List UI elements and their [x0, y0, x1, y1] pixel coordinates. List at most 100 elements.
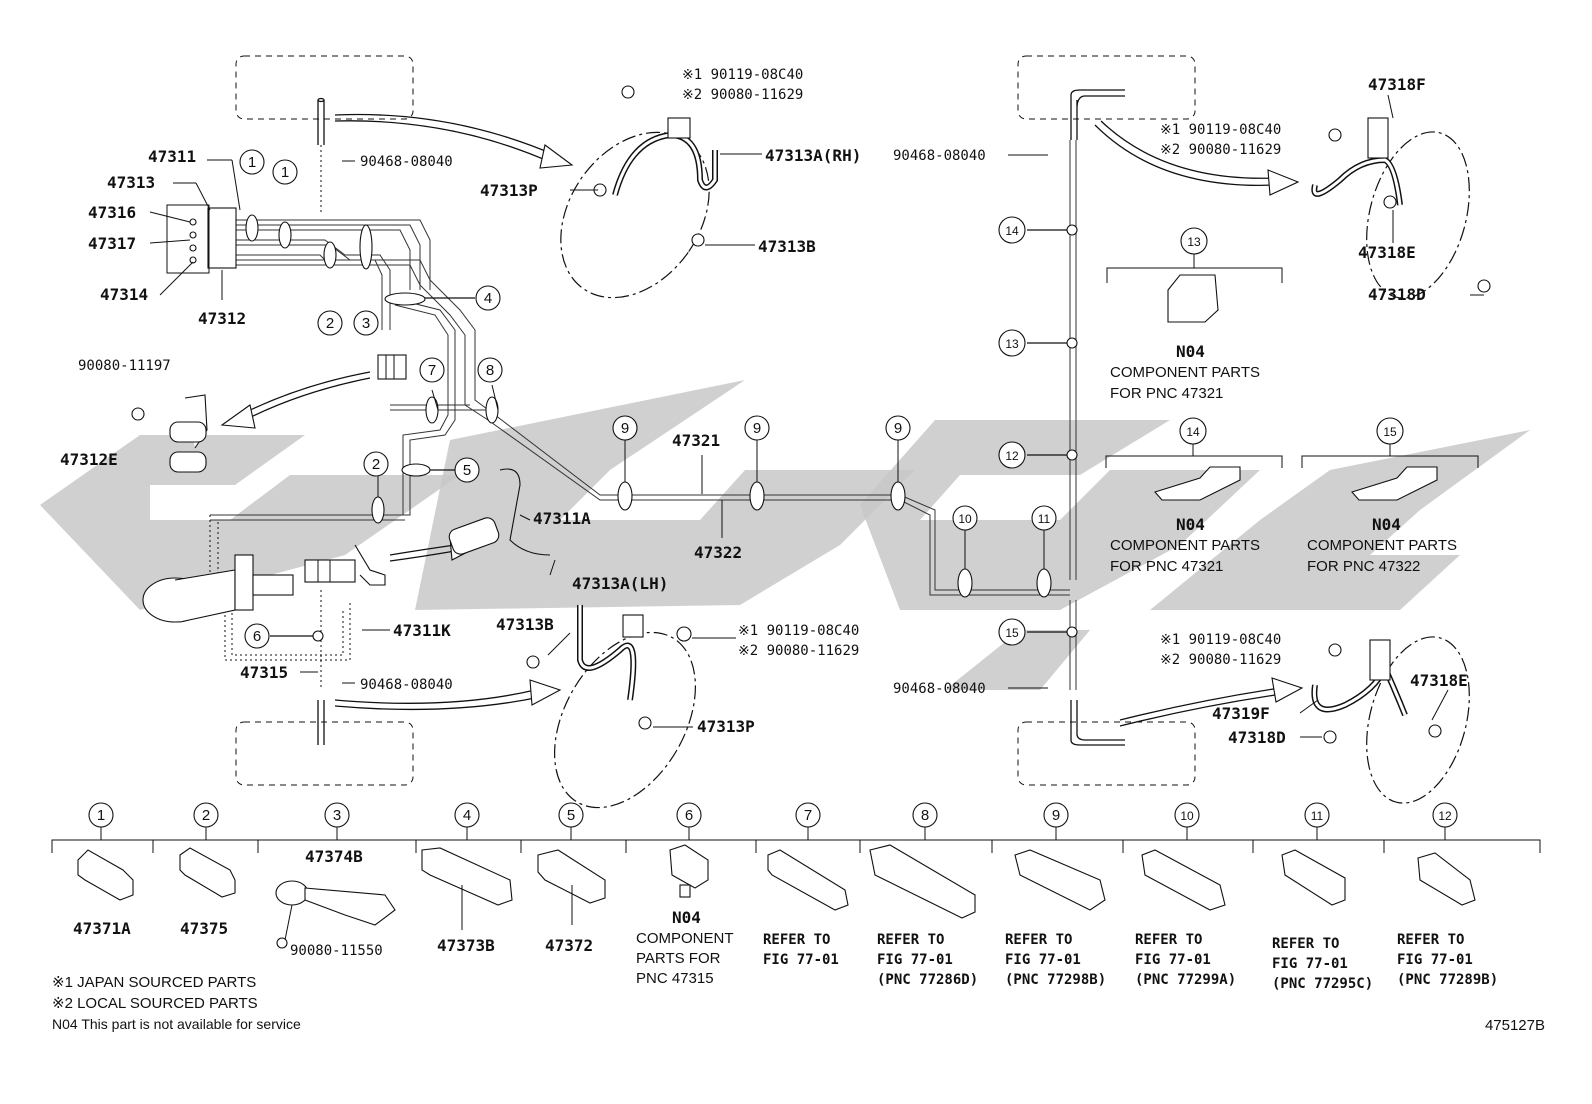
- callout-47311K: 47311K: [393, 621, 451, 640]
- label-legend_row-6-l2: FIG 77-01: [763, 952, 839, 968]
- label-legend_row-10-num: 11: [1311, 809, 1324, 823]
- label-legend_row-11-l2: FIG 77-01: [1397, 952, 1473, 968]
- callout-local-bolt-tr: ※2 90080-11629: [1160, 142, 1281, 158]
- label-legend_row-1-num: 2: [202, 807, 210, 824]
- callout-47313A-RH: 47313A(RH): [765, 146, 861, 165]
- hoses: [131, 85, 1491, 744]
- label-detail_boxes-b15-l2: FOR PNC 47322: [1307, 558, 1420, 575]
- callout-47313P-top: 47313P: [480, 181, 538, 200]
- label-legend_row-5-l1: N04: [672, 908, 701, 927]
- callout-47317: 47317: [88, 234, 136, 253]
- label-legend_row-4-num: 5: [567, 807, 575, 824]
- callout-47313P-bot: 47313P: [697, 717, 755, 736]
- callout-47311A: 47311A: [533, 509, 591, 528]
- callout-jp-bolt-tr: ※1 90119-08C40: [1160, 122, 1281, 138]
- legend-item-10: 10 REFER TO FIG 77-01 (PNC 77299A): [1135, 802, 1236, 988]
- label-legend_row-5-l4: PNC 47315: [636, 970, 714, 987]
- clamp-marker-2b: 2: [363, 451, 389, 477]
- clamp-marker-10: 10: [952, 505, 978, 531]
- label-clamp_numbers-n9c: 9: [894, 420, 902, 437]
- part-callouts: 47311 47313 47316 47317 47314 47312 9008…: [60, 67, 1468, 747]
- label-legend_row-7-l2: FIG 77-01: [877, 952, 953, 968]
- label-detail_boxes-b13-l2: FOR PNC 47321: [1110, 385, 1223, 402]
- label-legend_row-9-l2: FIG 77-01: [1135, 952, 1211, 968]
- label-legend_row-7-num: 8: [921, 807, 929, 824]
- label-detail_boxes-b14-l1: COMPONENT PARTS: [1110, 537, 1260, 554]
- callout-47311: 47311: [148, 147, 196, 166]
- detail-box-13: 13 N04 COMPONENT PARTS FOR PNC 47321: [1106, 227, 1283, 402]
- callout-90080-11197: 90080-11197: [78, 358, 171, 374]
- label-legend_row-10-l3: (PNC 77295C): [1272, 976, 1373, 992]
- clamp-marker-9a: 9: [612, 415, 638, 441]
- clamp-marker-2a: 2: [317, 310, 343, 336]
- clamp-marker-8: 8: [477, 357, 503, 383]
- label-detail_boxes-b13-num: 13: [1187, 235, 1201, 249]
- wheel-areas: [553, 131, 1470, 809]
- label-detail_boxes-b13-code: N04: [1176, 342, 1205, 361]
- figure-id: 475127B: [1485, 1017, 1545, 1034]
- note-japan-sourced: ※1 JAPAN SOURCED PARTS: [52, 974, 256, 991]
- callout-jp-bolt-top: ※1 90119-08C40: [682, 67, 803, 83]
- legend-item-3: 3 47374B 90080-11550: [275, 802, 396, 959]
- label-detail_boxes-b15-num: 15: [1383, 425, 1397, 439]
- callout-local-bolt-br: ※2 90080-11629: [1160, 652, 1281, 668]
- clamp-marker-13: 13: [998, 329, 1026, 357]
- left-pipes: [142, 97, 1070, 745]
- callout-47318F: 47318F: [1368, 75, 1426, 94]
- callout-47318D-top: 47318D: [1368, 285, 1426, 304]
- label-clamp_numbers-n14: 14: [1005, 224, 1019, 238]
- label-legend_row-2-l1: 47374B: [305, 847, 363, 866]
- clamp-marker-12: 12: [998, 441, 1026, 469]
- label-clamp_numbers-n9b: 9: [753, 420, 761, 437]
- left-clamp-markers: [166, 204, 499, 524]
- clamp-marker-7: 7: [419, 357, 445, 383]
- callout-47314: 47314: [100, 285, 148, 304]
- label-legend_row-6-num: 7: [804, 807, 812, 824]
- callout-47318D-bot: 47318D: [1228, 728, 1286, 747]
- label-legend_row-11-l1: REFER TO: [1397, 932, 1464, 948]
- label-legend_row-6-l1: REFER TO: [763, 932, 830, 948]
- callout-47322: 47322: [694, 543, 742, 562]
- label-legend_row-9-l1: REFER TO: [1135, 932, 1202, 948]
- note-n04: N04 This part is not available for servi…: [52, 1016, 301, 1032]
- label-clamp_numbers-n13: 13: [1005, 337, 1019, 351]
- label-clamp_numbers-n8: 8: [486, 362, 494, 379]
- callout-jp-bolt-mid: ※1 90119-08C40: [738, 623, 859, 639]
- label-legend_row-11-l3: (PNC 77289B): [1397, 972, 1498, 988]
- callout-90468-top-right: 90468-08040: [893, 148, 986, 164]
- label-clamp_numbers-n15: 15: [1005, 626, 1019, 640]
- callout-jp-bolt-br: ※1 90119-08C40: [1160, 632, 1281, 648]
- legend-item-12: 12 REFER TO FIG 77-01 (PNC 77289B): [1397, 802, 1498, 988]
- legend-row: 1 47371A 2 47375 3 47374B 90080-11550: [51, 802, 1541, 992]
- label-detail_boxes-b15-l1: COMPONENT PARTS: [1307, 537, 1457, 554]
- label-detail_boxes-b13-l1: COMPONENT PARTS: [1110, 364, 1260, 381]
- label-legend_row-2-num: 3: [333, 807, 341, 824]
- label-legend_row-1-l1: 47375: [180, 919, 228, 938]
- callout-47321: 47321: [672, 431, 720, 450]
- footer-notes: ※1 JAPAN SOURCED PARTS ※2 LOCAL SOURCED …: [52, 974, 1545, 1034]
- label-clamp_numbers-n3: 3: [362, 315, 370, 332]
- legend-item-8: 8 REFER TO FIG 77-01 (PNC 77286D): [869, 802, 978, 988]
- label-clamp_numbers-n5: 5: [463, 462, 471, 479]
- label-legend_row-5-num: 6: [685, 807, 693, 824]
- detail-box-14: 14 N04 COMPONENT PARTS FOR PNC 47321: [1105, 417, 1283, 575]
- callout-local-bolt-mid: ※2 90080-11629: [738, 643, 859, 659]
- label-legend_row-4-l1: 47372: [545, 936, 593, 955]
- leader-lines: [149, 94, 1484, 738]
- clamp-marker-9b: 9: [744, 415, 770, 441]
- clamp-marker-1b: 1: [272, 159, 298, 185]
- label-detail_boxes-b15-code: N04: [1372, 515, 1401, 534]
- label-clamp_numbers-n11: 11: [1038, 512, 1051, 526]
- label-detail_boxes-b14-num: 14: [1186, 425, 1200, 439]
- label-legend_row-2-l2: 90080-11550: [290, 943, 383, 959]
- callout-47319F: 47319F: [1212, 704, 1270, 723]
- callout-47316: 47316: [88, 203, 136, 222]
- label-legend_row-8-l2: FIG 77-01: [1005, 952, 1081, 968]
- label-legend_row-7-l1: REFER TO: [877, 932, 944, 948]
- callout-47313B-top: 47313B: [758, 237, 816, 256]
- label-legend_row-8-num: 9: [1052, 807, 1060, 824]
- label-legend_row-9-num: 10: [1180, 809, 1194, 823]
- label-clamp_numbers-n6: 6: [253, 628, 261, 645]
- legend-item-2: 2 47375: [179, 802, 236, 938]
